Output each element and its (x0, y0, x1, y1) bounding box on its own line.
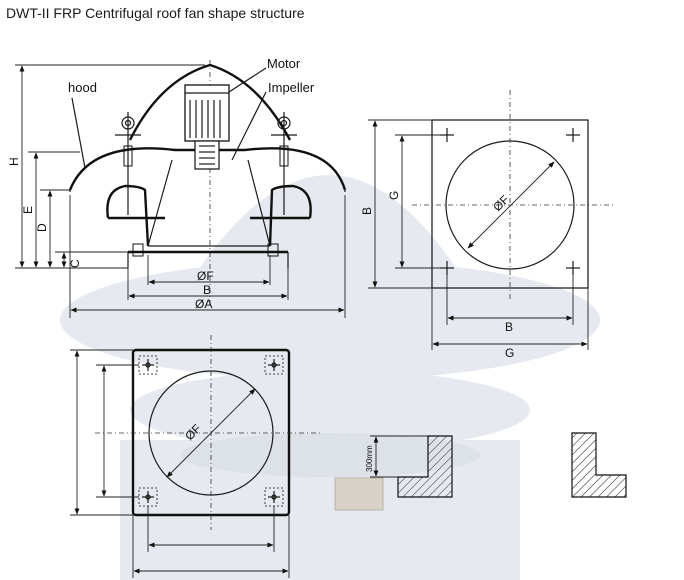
dim-d-label: D (35, 223, 49, 232)
base-plan-view (368, 90, 615, 350)
right-section-hatch (571, 432, 627, 498)
motor-leader (228, 67, 267, 93)
dim-phi-f-label: ØF (197, 269, 214, 283)
left-support-rod (115, 112, 141, 215)
plan-dim-g-vertical-label: G (387, 191, 401, 200)
hood-leader (71, 97, 86, 169)
base-flange (127, 243, 289, 268)
impeller-label: Impeller (268, 80, 315, 95)
hood-label: hood (68, 80, 97, 95)
plan-dim-g-horizontal-label: G (505, 346, 514, 360)
plan-dim-b-horizontal-label: B (505, 320, 513, 334)
side-vertical-dims (15, 64, 205, 269)
background-fan-photo (60, 175, 600, 580)
motor (184, 84, 230, 170)
left-section-hatch (397, 435, 453, 498)
page-title: DWT-II FRP Centrifugal roof fan shape st… (6, 5, 305, 21)
plan-dim-b-vertical-label: B (360, 207, 374, 215)
curb-section-view (334, 432, 627, 511)
section-height-label: 300mm (365, 445, 374, 472)
right-support-rod (271, 112, 297, 215)
dim-h-label: H (7, 157, 21, 166)
impeller-leader (231, 91, 267, 161)
dome-outline (128, 63, 292, 141)
bolt-marks (440, 128, 580, 275)
dim-phi-a-label: ØA (195, 297, 212, 311)
curb-plan-view (70, 335, 320, 578)
plan-dim-phi-f-label: ØF (490, 192, 512, 214)
dim-b-label: B (203, 283, 211, 297)
side-horizontal-dims (69, 195, 346, 318)
side-view: Motor Impeller hood H E D C (7, 56, 347, 318)
dim-e-label: E (21, 206, 35, 214)
motor-label: Motor (267, 56, 301, 71)
dim-c-label: C (68, 259, 82, 268)
impeller (106, 159, 312, 247)
